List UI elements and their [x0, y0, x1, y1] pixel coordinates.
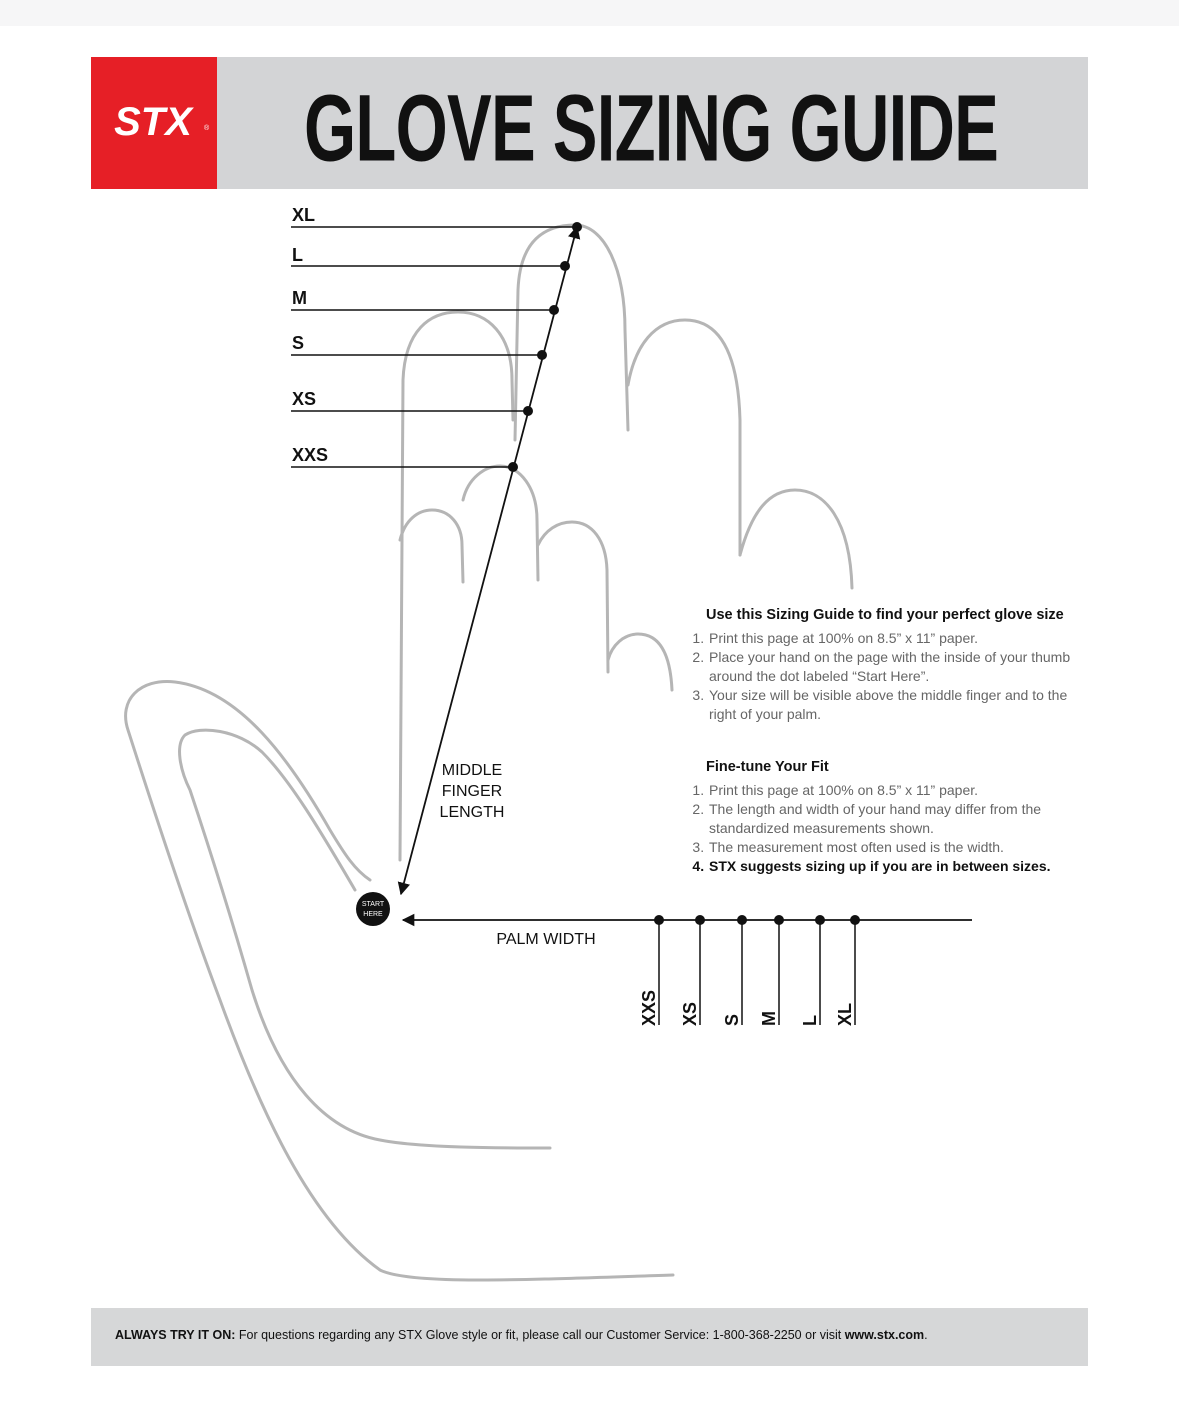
list-item: Your size will be visible above the midd…	[708, 686, 1080, 724]
middle-label-1: MIDDLE	[442, 762, 502, 779]
finger-size-labels: XL L M S XS XXS	[292, 205, 328, 465]
palm-label-s: S	[722, 1014, 742, 1026]
finger-label-xl: XL	[292, 205, 315, 225]
fine-tune-steps: Print this page at 100% on 8.5” x 11” pa…	[690, 781, 1080, 876]
start-label-1: START	[362, 901, 385, 908]
finger-label-s: S	[292, 333, 304, 353]
finger-label-l: L	[292, 245, 303, 265]
registered-mark: ®	[204, 124, 210, 132]
footer-link[interactable]: www.stx.com	[844, 1328, 925, 1342]
finger-label-xxs: XXS	[292, 445, 328, 465]
sizing-guide-heading: Use this Sizing Guide to find your perfe…	[706, 607, 1064, 623]
hand-outline	[124, 223, 854, 1282]
list-item: Print this page at 100% on 8.5” x 11” pa…	[708, 629, 1080, 648]
footer-lead: ALWAYS TRY IT ON:	[115, 1328, 236, 1342]
finger-size-lines	[291, 226, 577, 468]
page-title: GLOVE SIZING GUIDE	[304, 75, 999, 182]
stx-logo: STX ®	[91, 57, 217, 189]
list-item: Place your hand on the page with the ins…	[708, 648, 1080, 686]
palm-label-l: L	[800, 1015, 820, 1026]
palm-label-xs: XS	[680, 1002, 700, 1026]
palm-label-m: M	[759, 1011, 779, 1026]
palm-width-label: PALM WIDTH	[496, 931, 595, 948]
start-label-2: HERE	[363, 911, 383, 918]
middle-finger-length-arrow	[397, 225, 581, 896]
logo-text: STX	[114, 100, 194, 144]
footer-text: ALWAYS TRY IT ON: For questions regardin…	[115, 1328, 928, 1342]
sizing-guide-section: Use this Sizing Guide to find your perfe…	[690, 607, 1080, 724]
footer-end: .	[924, 1328, 928, 1342]
palm-label-xxs: XXS	[639, 990, 659, 1026]
finger-label-xs: XS	[292, 389, 316, 409]
footer-bar	[91, 1308, 1088, 1366]
middle-label-3: LENGTH	[440, 804, 505, 821]
header-banner	[91, 57, 1088, 189]
palm-size-lines	[658, 920, 856, 1025]
middle-label-2: FINGER	[442, 783, 502, 800]
list-item: STX suggests sizing up if you are in bet…	[708, 857, 1080, 876]
list-item: Print this page at 100% on 8.5” x 11” pa…	[708, 781, 1080, 800]
palm-size-dots	[654, 915, 860, 925]
list-item: The measurement most often used is the w…	[708, 838, 1080, 857]
sizing-guide-steps: Print this page at 100% on 8.5” x 11” pa…	[690, 629, 1080, 724]
fine-tune-section: Fine-tune Your Fit Print this page at 10…	[690, 759, 1080, 876]
palm-size-labels: XXS XS S M L XL	[639, 990, 855, 1026]
palm-label-xl: XL	[835, 1003, 855, 1026]
middle-finger-length-label: MIDDLE FINGER LENGTH	[440, 762, 505, 821]
start-here-dot	[356, 892, 390, 926]
finger-label-m: M	[292, 288, 307, 308]
fine-tune-heading: Fine-tune Your Fit	[706, 759, 829, 775]
list-item: The length and width of your hand may di…	[708, 800, 1080, 838]
footer-body: For questions regarding any STX Glove st…	[235, 1328, 845, 1342]
top-strip	[0, 0, 1179, 26]
start-here-label: START HERE	[362, 901, 385, 918]
